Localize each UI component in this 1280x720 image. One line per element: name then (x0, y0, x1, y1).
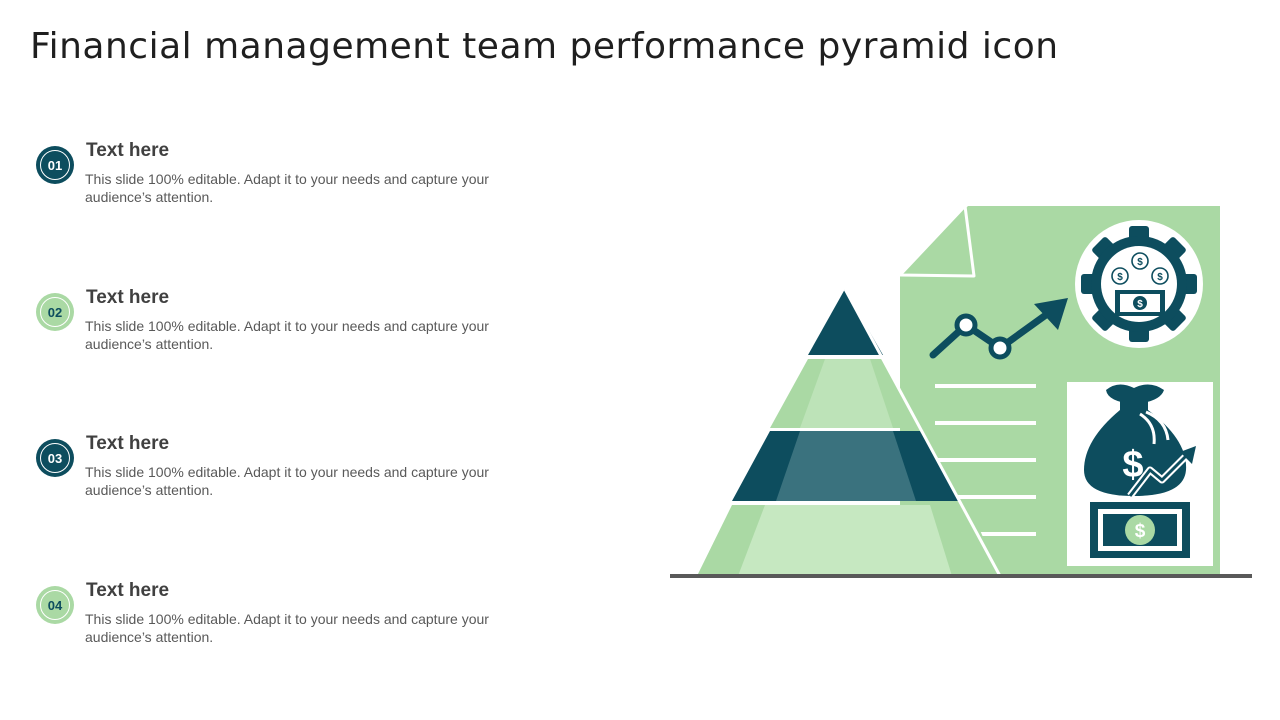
list-item-03: 03 Text here This slide 100% editable. A… (36, 433, 556, 513)
list-item-01: 01 Text here This slide 100% editable. A… (36, 140, 556, 220)
coin-symbol: $ (1157, 272, 1163, 283)
coin-symbol: $ (1117, 272, 1123, 283)
item-body: This slide 100% editable. Adapt it to yo… (85, 464, 489, 498)
number-badge-label: 02 (40, 297, 70, 327)
item-heading: Text here (86, 140, 170, 161)
note-symbol: $ (1137, 299, 1143, 310)
list-item-02: 02 Text here This slide 100% editable. A… (36, 287, 556, 367)
gear-money-icon: $ $ $ $ (1075, 220, 1203, 348)
number-badge: 02 (36, 293, 74, 331)
pyramid-icon (697, 288, 1002, 577)
item-heading: Text here (86, 580, 170, 601)
banknote-icon: $ (1090, 502, 1190, 558)
item-body: This slide 100% editable. Adapt it to yo… (85, 318, 489, 352)
number-badge: 01 (36, 146, 74, 184)
list-item-04: 04 Text here This slide 100% editable. A… (36, 580, 556, 660)
number-badge-label: 01 (40, 150, 70, 180)
number-badge: 04 (36, 586, 74, 624)
number-badge-label: 03 (40, 443, 70, 473)
number-badge: 03 (36, 439, 74, 477)
item-heading: Text here (86, 287, 170, 308)
slide-title: Financial management team performance py… (30, 26, 1059, 67)
number-badge-label: 04 (40, 590, 70, 620)
item-body: This slide 100% editable. Adapt it to yo… (85, 171, 489, 205)
coin-symbol: $ (1137, 257, 1143, 268)
banknote-dollar-sign: $ (1135, 521, 1146, 542)
trend-arrow-icon (929, 298, 1068, 360)
item-heading: Text here (86, 433, 170, 454)
item-body: This slide 100% editable. Adapt it to yo… (85, 611, 489, 645)
bag-dollar-sign: $ (1122, 444, 1143, 486)
